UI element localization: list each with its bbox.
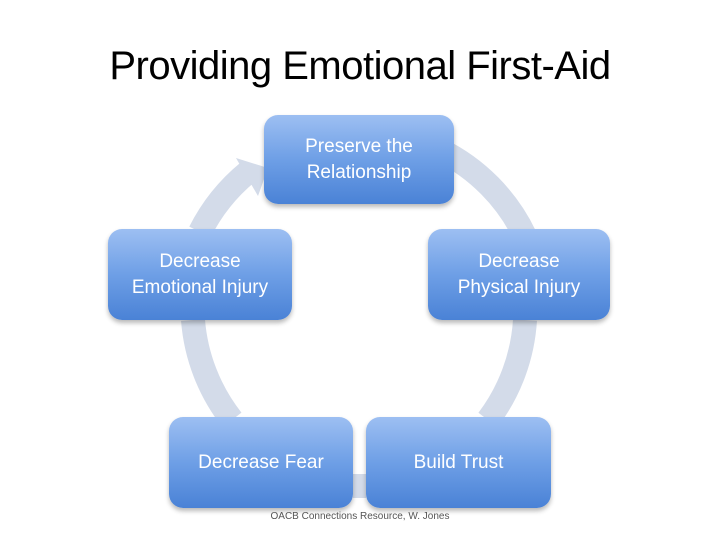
ring-arc-4-0 xyxy=(189,162,256,238)
node-label: Decrease Fear xyxy=(198,451,324,473)
node-label: Preserve the Relationship xyxy=(305,135,413,183)
footer-credit: OACB Connections Resource, W. Jones xyxy=(270,511,450,522)
ring-arc-1-2 xyxy=(478,319,537,428)
cycle-node-build-trust: Build Trust xyxy=(366,417,551,508)
cycle-node-decrease-physical-injury: Decrease Physical Injury xyxy=(428,229,610,320)
node-label: Build Trust xyxy=(413,451,504,473)
cycle-node-decrease-emotional-injury: Decrease Emotional Injury xyxy=(108,229,292,320)
node-label: Decrease Emotional Injury xyxy=(131,250,269,298)
cycle-node-preserve-relationship: Preserve the Relationship xyxy=(264,115,454,204)
slide-title: Providing Emotional First-Aid xyxy=(109,44,611,88)
node-label: Decrease Physical Injury xyxy=(457,250,581,298)
cycle-node-decrease-fear: Decrease Fear xyxy=(169,417,353,508)
ring-arrowhead-icon xyxy=(236,158,268,196)
ring-arc-3-4 xyxy=(181,318,242,428)
